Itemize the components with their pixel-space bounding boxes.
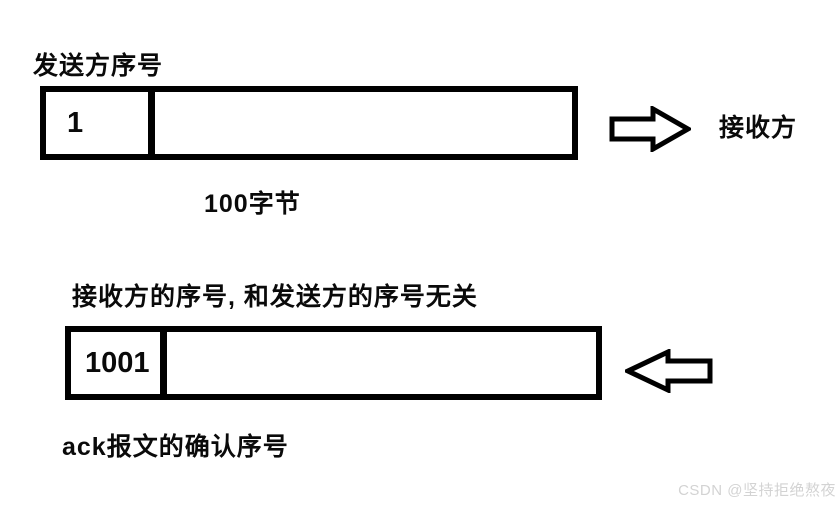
- send-segment-box: 1: [40, 86, 578, 160]
- right-arrow-icon: [609, 106, 691, 152]
- send-seq-cell: 1: [46, 92, 155, 154]
- ack-seq-value: 1001: [85, 346, 150, 379]
- sender-seq-label: 发送方序号: [33, 52, 164, 80]
- csdn-watermark: CSDN @坚持拒绝熬夜: [678, 482, 836, 499]
- receiver-label: 接收方: [719, 114, 798, 142]
- send-payload-cell: [155, 92, 572, 154]
- receiver-seq-note-label: 接收方的序号, 和发送方的序号无关: [72, 283, 478, 311]
- ack-segment-box: 1001: [65, 326, 602, 400]
- payload-size-label: 100字节: [204, 190, 301, 218]
- ack-confirm-label: ack报文的确认序号: [62, 433, 289, 461]
- ack-payload-cell: [167, 332, 596, 394]
- send-seq-value: 1: [67, 106, 84, 139]
- left-arrow-icon: [625, 349, 713, 393]
- ack-seq-cell: 1001: [71, 332, 167, 394]
